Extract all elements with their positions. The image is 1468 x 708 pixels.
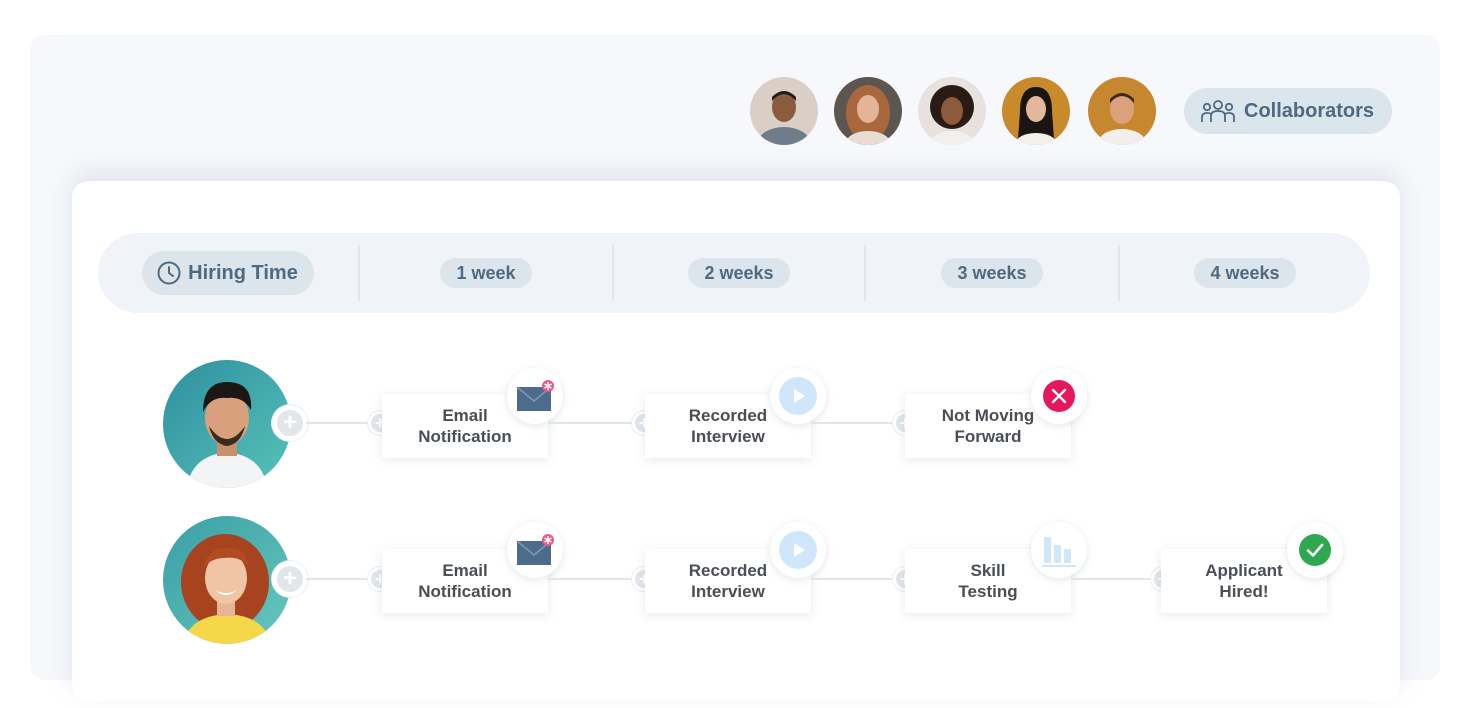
candidate-avatar[interactable] — [163, 360, 291, 488]
hiring-timeline: Hiring Time 1 week 2 weeks 3 weeks 4 wee… — [98, 233, 1370, 313]
step-label: Not Moving — [941, 406, 1035, 425]
step-badge — [770, 522, 826, 578]
divider — [1118, 245, 1120, 301]
connector-line — [811, 422, 893, 424]
step-badge — [507, 368, 563, 424]
step-badge — [1031, 522, 1087, 578]
step-badge — [1287, 522, 1343, 578]
candidate-avatar[interactable] — [163, 516, 291, 644]
collaborators-button[interactable]: Collaborators — [1184, 88, 1392, 134]
play-icon — [779, 531, 817, 569]
hiring-time-label: Hiring Time — [188, 261, 298, 284]
timeline-cell: 1 week — [360, 233, 612, 313]
envelope-icon — [516, 534, 554, 565]
collaborator-avatar[interactable] — [1002, 77, 1070, 145]
step-label: Email — [442, 561, 488, 580]
week-pill[interactable]: 3 weeks — [941, 258, 1043, 288]
envelope-icon — [516, 380, 554, 411]
reject-x-icon — [1043, 380, 1075, 412]
connector-line — [306, 422, 368, 424]
collaborators-label: Collaborators — [1244, 99, 1375, 122]
step-label: Applicant — [1205, 561, 1283, 580]
timeline-cell: Hiring Time — [98, 233, 358, 313]
step-label: Interview — [691, 582, 765, 601]
week-pill[interactable]: 1 week — [440, 258, 532, 288]
clock-icon — [157, 261, 181, 285]
week-pill[interactable]: 4 weeks — [1194, 258, 1296, 288]
step-label: Email — [442, 406, 488, 425]
timeline-cell: 2 weeks — [614, 233, 864, 313]
add-step-button[interactable]: + — [272, 561, 308, 597]
check-icon — [1299, 534, 1331, 566]
play-icon — [779, 377, 817, 415]
collaborator-avatar[interactable] — [750, 77, 818, 145]
collaborator-avatar[interactable] — [1088, 77, 1156, 145]
connector-line — [548, 578, 632, 580]
week-pill[interactable]: 2 weeks — [688, 258, 790, 288]
people-group-icon — [1201, 100, 1235, 122]
connector-line — [811, 578, 893, 580]
step-label: Recorded — [688, 561, 768, 580]
connector-line — [548, 422, 632, 424]
collaborator-avatar[interactable] — [834, 77, 902, 145]
step-badge — [1031, 368, 1087, 424]
bar-chart-icon — [1042, 537, 1076, 567]
connector-line — [1071, 578, 1151, 580]
step-badge — [507, 522, 563, 578]
divider — [612, 245, 614, 301]
divider — [358, 245, 360, 301]
divider — [864, 245, 866, 301]
timeline-cell: 4 weeks — [1120, 233, 1370, 313]
hiring-time-pill[interactable]: Hiring Time — [142, 251, 314, 295]
collaborator-avatar[interactable] — [918, 77, 986, 145]
connector-line — [306, 578, 368, 580]
step-label: Testing — [958, 582, 1018, 601]
step-label: Recorded — [688, 406, 768, 425]
step-label: Skill — [970, 561, 1006, 580]
timeline-cell: 3 weeks — [866, 233, 1118, 313]
step-label: Notification — [418, 427, 512, 446]
step-badge — [770, 368, 826, 424]
step-label: Hired! — [1219, 582, 1269, 601]
step-label: Notification — [418, 582, 512, 601]
add-step-button[interactable]: + — [272, 405, 308, 441]
step-label: Forward — [954, 427, 1022, 446]
step-label: Interview — [691, 427, 765, 446]
